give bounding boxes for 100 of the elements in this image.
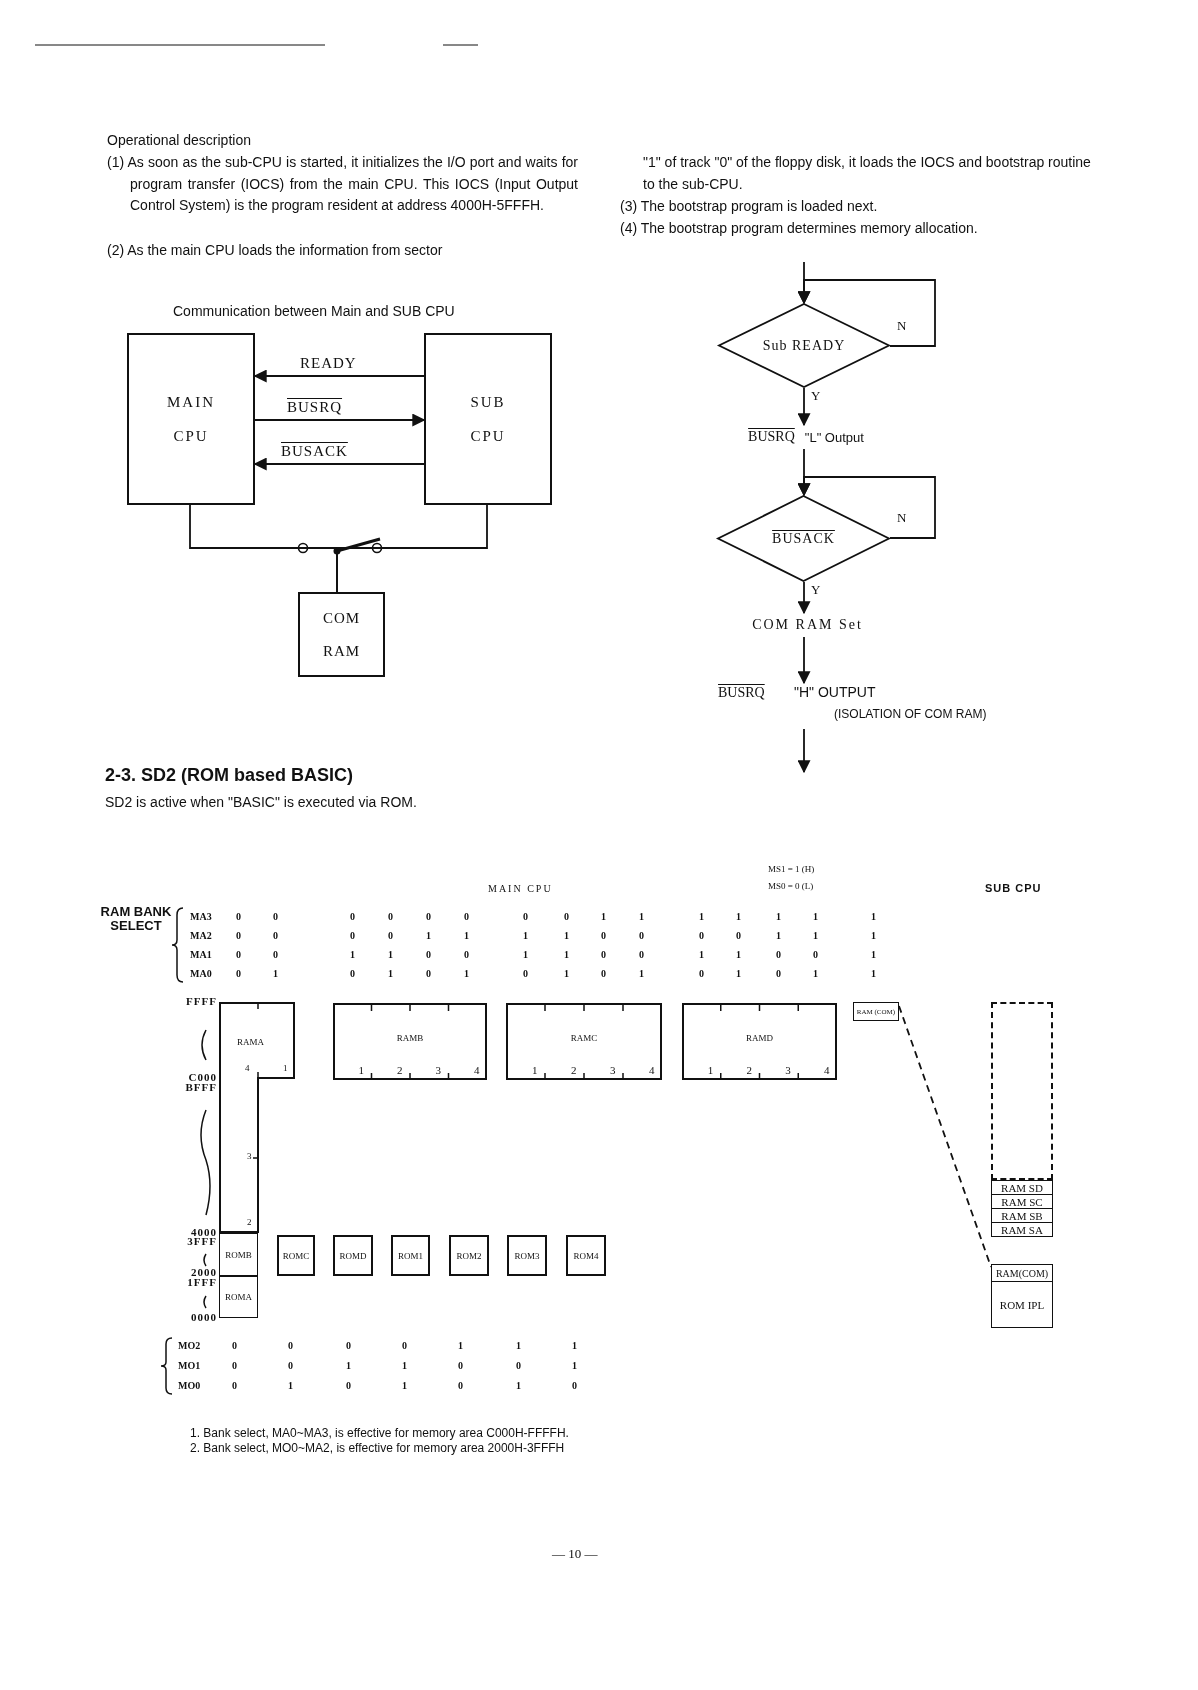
row-label: MO2 [178, 1340, 201, 1352]
table-cell: 1 [813, 930, 818, 942]
step-text: BUSRQ [748, 429, 795, 445]
memory-block [219, 1276, 258, 1318]
box-label: RAM SD [1001, 1181, 1043, 1194]
memory-block [219, 1002, 295, 1233]
diamond-label: Sub READY [762, 337, 846, 354]
section-heading: Operational description [107, 132, 251, 149]
bank-number: 2 [571, 1064, 577, 1077]
table-cell: 0 [273, 930, 278, 942]
paragraph: "1" of track "0" of the floppy disk, it loads the IOCS and bootstrap routine to the sub-CPU. [643, 153, 1092, 194]
table-cell: 0 [236, 949, 241, 961]
box-label: RAMB [395, 1033, 425, 1044]
table-cell: 1 [736, 968, 741, 980]
box-label: RAM SB [1001, 1209, 1043, 1222]
table-cell: 0 [288, 1340, 293, 1352]
table-cell: 0 [813, 949, 818, 961]
paragraph: (2) As the main CPU loads the information from sector [107, 241, 444, 260]
table-cell: 1 [464, 930, 469, 942]
arrow [797, 387, 811, 427]
table-cell: 0 [458, 1360, 463, 1372]
table-cell: 0 [523, 911, 528, 923]
table-cell: 1 [402, 1360, 407, 1372]
memory-block [507, 1235, 547, 1276]
box-label: ROM2 [456, 1250, 482, 1261]
box-label: ROM3 [514, 1250, 540, 1261]
box-label: COM RAM [321, 608, 362, 661]
memory-block [991, 1281, 1053, 1328]
table-cell: 1 [871, 949, 876, 961]
bank-number: 2 [247, 1218, 252, 1228]
table-cell: 1 [402, 1380, 407, 1392]
table-cell: 0 [232, 1340, 237, 1352]
table-cell: 0 [388, 930, 393, 942]
row-group-label: RAM BANK SELECT [100, 905, 172, 933]
table-cell: 1 [736, 949, 741, 961]
table-cell: 1 [458, 1340, 463, 1352]
bank-number: 1 [283, 1064, 288, 1074]
table-cell: 1 [464, 968, 469, 980]
table-cell: 0 [572, 1380, 577, 1392]
row-label: MA3 [190, 911, 212, 923]
table-cell: 1 [288, 1380, 293, 1392]
page-number: — 10 — [552, 1546, 598, 1562]
table-cell: 0 [346, 1340, 351, 1352]
table-cell: 1 [871, 968, 876, 980]
table-cell: 1 [699, 949, 704, 961]
arrow [797, 728, 811, 774]
table-cell: 0 [736, 930, 741, 942]
table-cell: 1 [388, 968, 393, 980]
table-cell: 0 [346, 1380, 351, 1392]
bank-number: 3 [610, 1064, 616, 1077]
address-label: FFFF [186, 996, 217, 1007]
table-cell: 1 [426, 930, 431, 942]
box-label: ROMB [225, 1249, 252, 1260]
memory-block [566, 1235, 606, 1276]
table-cell: 1 [572, 1360, 577, 1372]
step-text: BUSRQ [718, 685, 765, 701]
figure-caption: Communication between Main and SUB CPU [173, 303, 455, 320]
paragraph: SD2 is active when "BASIC" is executed via ROM. [105, 794, 417, 811]
bank-number: 1 [358, 1064, 364, 1077]
decision-diamond [717, 495, 890, 582]
table-cell: 0 [350, 930, 355, 942]
table-cell: 1 [699, 911, 704, 923]
step-text: COM RAM Set [752, 617, 863, 633]
table-cell: 1 [639, 911, 644, 923]
row-label: MA0 [190, 968, 212, 980]
memory-block [991, 1222, 1053, 1237]
cpu-box [424, 333, 552, 505]
memory-block [219, 1233, 258, 1276]
table-cell: 1 [871, 930, 876, 942]
section-heading: 2-3. SD2 (ROM based BASIC) [105, 765, 354, 787]
memory-block [682, 1003, 837, 1080]
table-cell: 0 [776, 968, 781, 980]
diamond-label: BUSACK [772, 530, 835, 547]
table-cell: 0 [236, 968, 241, 980]
box-label: ROM IPL [999, 1298, 1045, 1311]
table-cell: 1 [776, 911, 781, 923]
bank-number: 4 [474, 1064, 480, 1077]
memory-block [506, 1003, 662, 1080]
table-cell: 1 [813, 911, 818, 923]
table-cell: 0 [564, 911, 569, 923]
table-cell: 1 [813, 968, 818, 980]
table-cell: 1 [601, 911, 606, 923]
box-label: RAMA [237, 1038, 264, 1048]
box-label: ROM4 [573, 1250, 599, 1261]
arrow [797, 476, 936, 539]
memory-block [333, 1003, 487, 1080]
table-cell: 0 [426, 911, 431, 923]
address-label: 4000 [191, 1227, 217, 1238]
arrow [797, 279, 936, 347]
table-cell: 1 [350, 949, 355, 961]
table-cell: 1 [523, 949, 528, 961]
memory-block [391, 1235, 430, 1276]
memory-block [449, 1235, 489, 1276]
box-label: ROMD [339, 1250, 367, 1261]
box-label: ROMC [282, 1250, 310, 1261]
cpu-box [127, 333, 255, 505]
box-label: RAMC [569, 1033, 599, 1044]
table-cell: 1 [736, 911, 741, 923]
table-cell: 0 [776, 949, 781, 961]
box-label: ROMA [225, 1292, 252, 1302]
